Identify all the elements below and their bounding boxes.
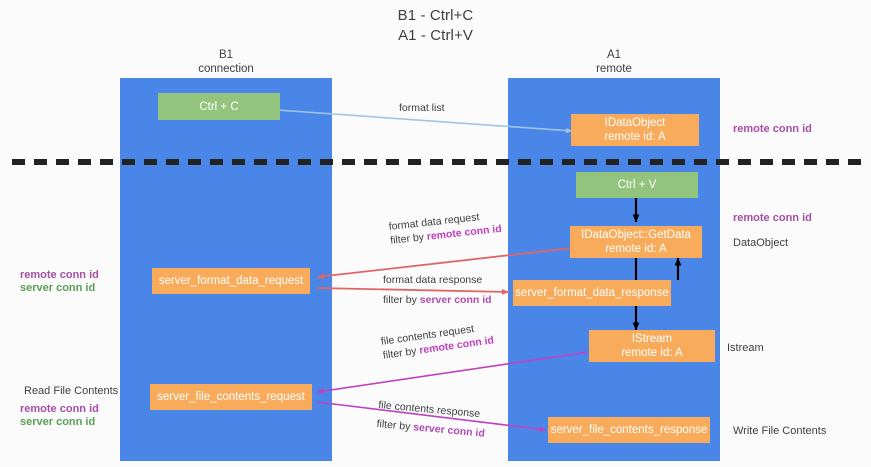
box-ctrl-c-label: Ctrl + C <box>199 100 239 113</box>
box-istream-line1: IStream <box>631 333 673 345</box>
annotation-write-file-contents: Write File Contents <box>733 425 827 437</box>
box-server-file-contents-request-label: server_file_contents_request <box>157 391 305 403</box>
box-ctrl-v[interactable]: Ctrl + V <box>576 172 698 198</box>
box-server-file-contents-request[interactable]: server_file_contents_request <box>150 384 312 410</box>
box-server-format-data-response[interactable]: server_format_data_response <box>513 280 671 306</box>
edge-label-format-list-text: format list <box>399 102 445 114</box>
box-idataobject-line1: IDataObject <box>604 117 666 129</box>
edge-label-format-data-response-prefix: filter by <box>383 294 420 306</box>
annotation-istream: Istream <box>727 342 764 354</box>
edge-label-file-contents-request: file contents request filter by remote c… <box>380 319 495 362</box>
edge-label-format-list: format list <box>399 101 445 115</box>
column-header-b1: B1 connection <box>146 48 306 76</box>
edge-label-format-data-response: format data response filter by server co… <box>383 273 492 307</box>
annotation-read-file-contents: Read File Contents <box>24 385 119 397</box>
edge-label-file-contents-request-prefix: filter by <box>382 344 421 362</box>
box-idataobject-getdata-line2: remote id: A <box>605 243 667 255</box>
edge-label-format-data-response-line1: format data response <box>383 274 483 286</box>
edge-label-file-contents-response-highlight: server conn id <box>412 421 486 440</box>
box-server-file-contents-response-label: server_file_contents_response <box>550 424 708 436</box>
annotation-left-remote-conn-id: remote conn id <box>20 269 99 281</box>
box-server-format-data-request[interactable]: server_format_data_request <box>152 268 310 294</box>
annotation-dataobject: DataObject <box>733 237 789 249</box>
box-server-format-data-response-label: server_format_data_response <box>515 287 669 299</box>
box-istream-line2: remote id: A <box>621 347 683 359</box>
annotation-remote-conn-id-mid: remote conn id <box>733 212 812 224</box>
title-line-1: B1 - Ctrl+C <box>397 7 474 24</box>
page-title: B1 - Ctrl+C A1 - Ctrl+V <box>0 6 871 46</box>
edge-label-file-contents-response-prefix: filter by <box>376 417 414 434</box>
column-header-a1-name: A1 <box>606 49 622 61</box>
box-idataobject-line2: remote id: A <box>604 131 666 143</box>
column-header-a1: A1 remote <box>534 48 694 76</box>
edge-label-file-contents-response-line2: filter by server conn id <box>376 417 485 441</box>
annotation-left-server-conn-id: server conn id <box>20 282 96 294</box>
box-istream[interactable]: IStream remote id: A <box>589 330 715 362</box>
annotation-left-remote-conn-id-2: remote conn id <box>20 403 99 415</box>
annotation-remote-conn-id-top: remote conn id <box>733 123 812 135</box>
box-idataobject[interactable]: IDataObject remote id: A <box>571 114 699 146</box>
title-line-2: A1 - Ctrl+V <box>398 27 473 44</box>
edge-label-format-data-response-line2: filter by server conn id <box>383 293 492 307</box>
column-header-b1-name: B1 <box>218 49 234 61</box>
edge-label-file-contents-response: file contents response filter by server … <box>376 398 487 441</box>
box-ctrl-v-label: Ctrl + V <box>617 179 657 191</box>
box-server-format-data-request-label: server_format_data_request <box>158 275 304 287</box>
annotation-left-server-conn-id-2: server conn id <box>20 416 96 428</box>
edge-label-format-data-response-highlight: server conn id <box>419 294 492 306</box>
edge-label-format-data-request: format data request filter by remote con… <box>388 208 502 248</box>
column-header-a1-sub: remote <box>596 63 632 75</box>
edge-label-format-data-request-prefix: filter by <box>389 230 428 247</box>
column-header-b1-sub: connection <box>198 63 254 75</box>
box-ctrl-c[interactable]: Ctrl + C <box>158 93 280 120</box>
box-idataobject-getdata-line1: IDataObject::GetData <box>581 229 691 241</box>
box-server-file-contents-response[interactable]: server_file_contents_response <box>548 417 710 443</box>
box-idataobject-getdata[interactable]: IDataObject::GetData remote id: A <box>570 226 702 258</box>
